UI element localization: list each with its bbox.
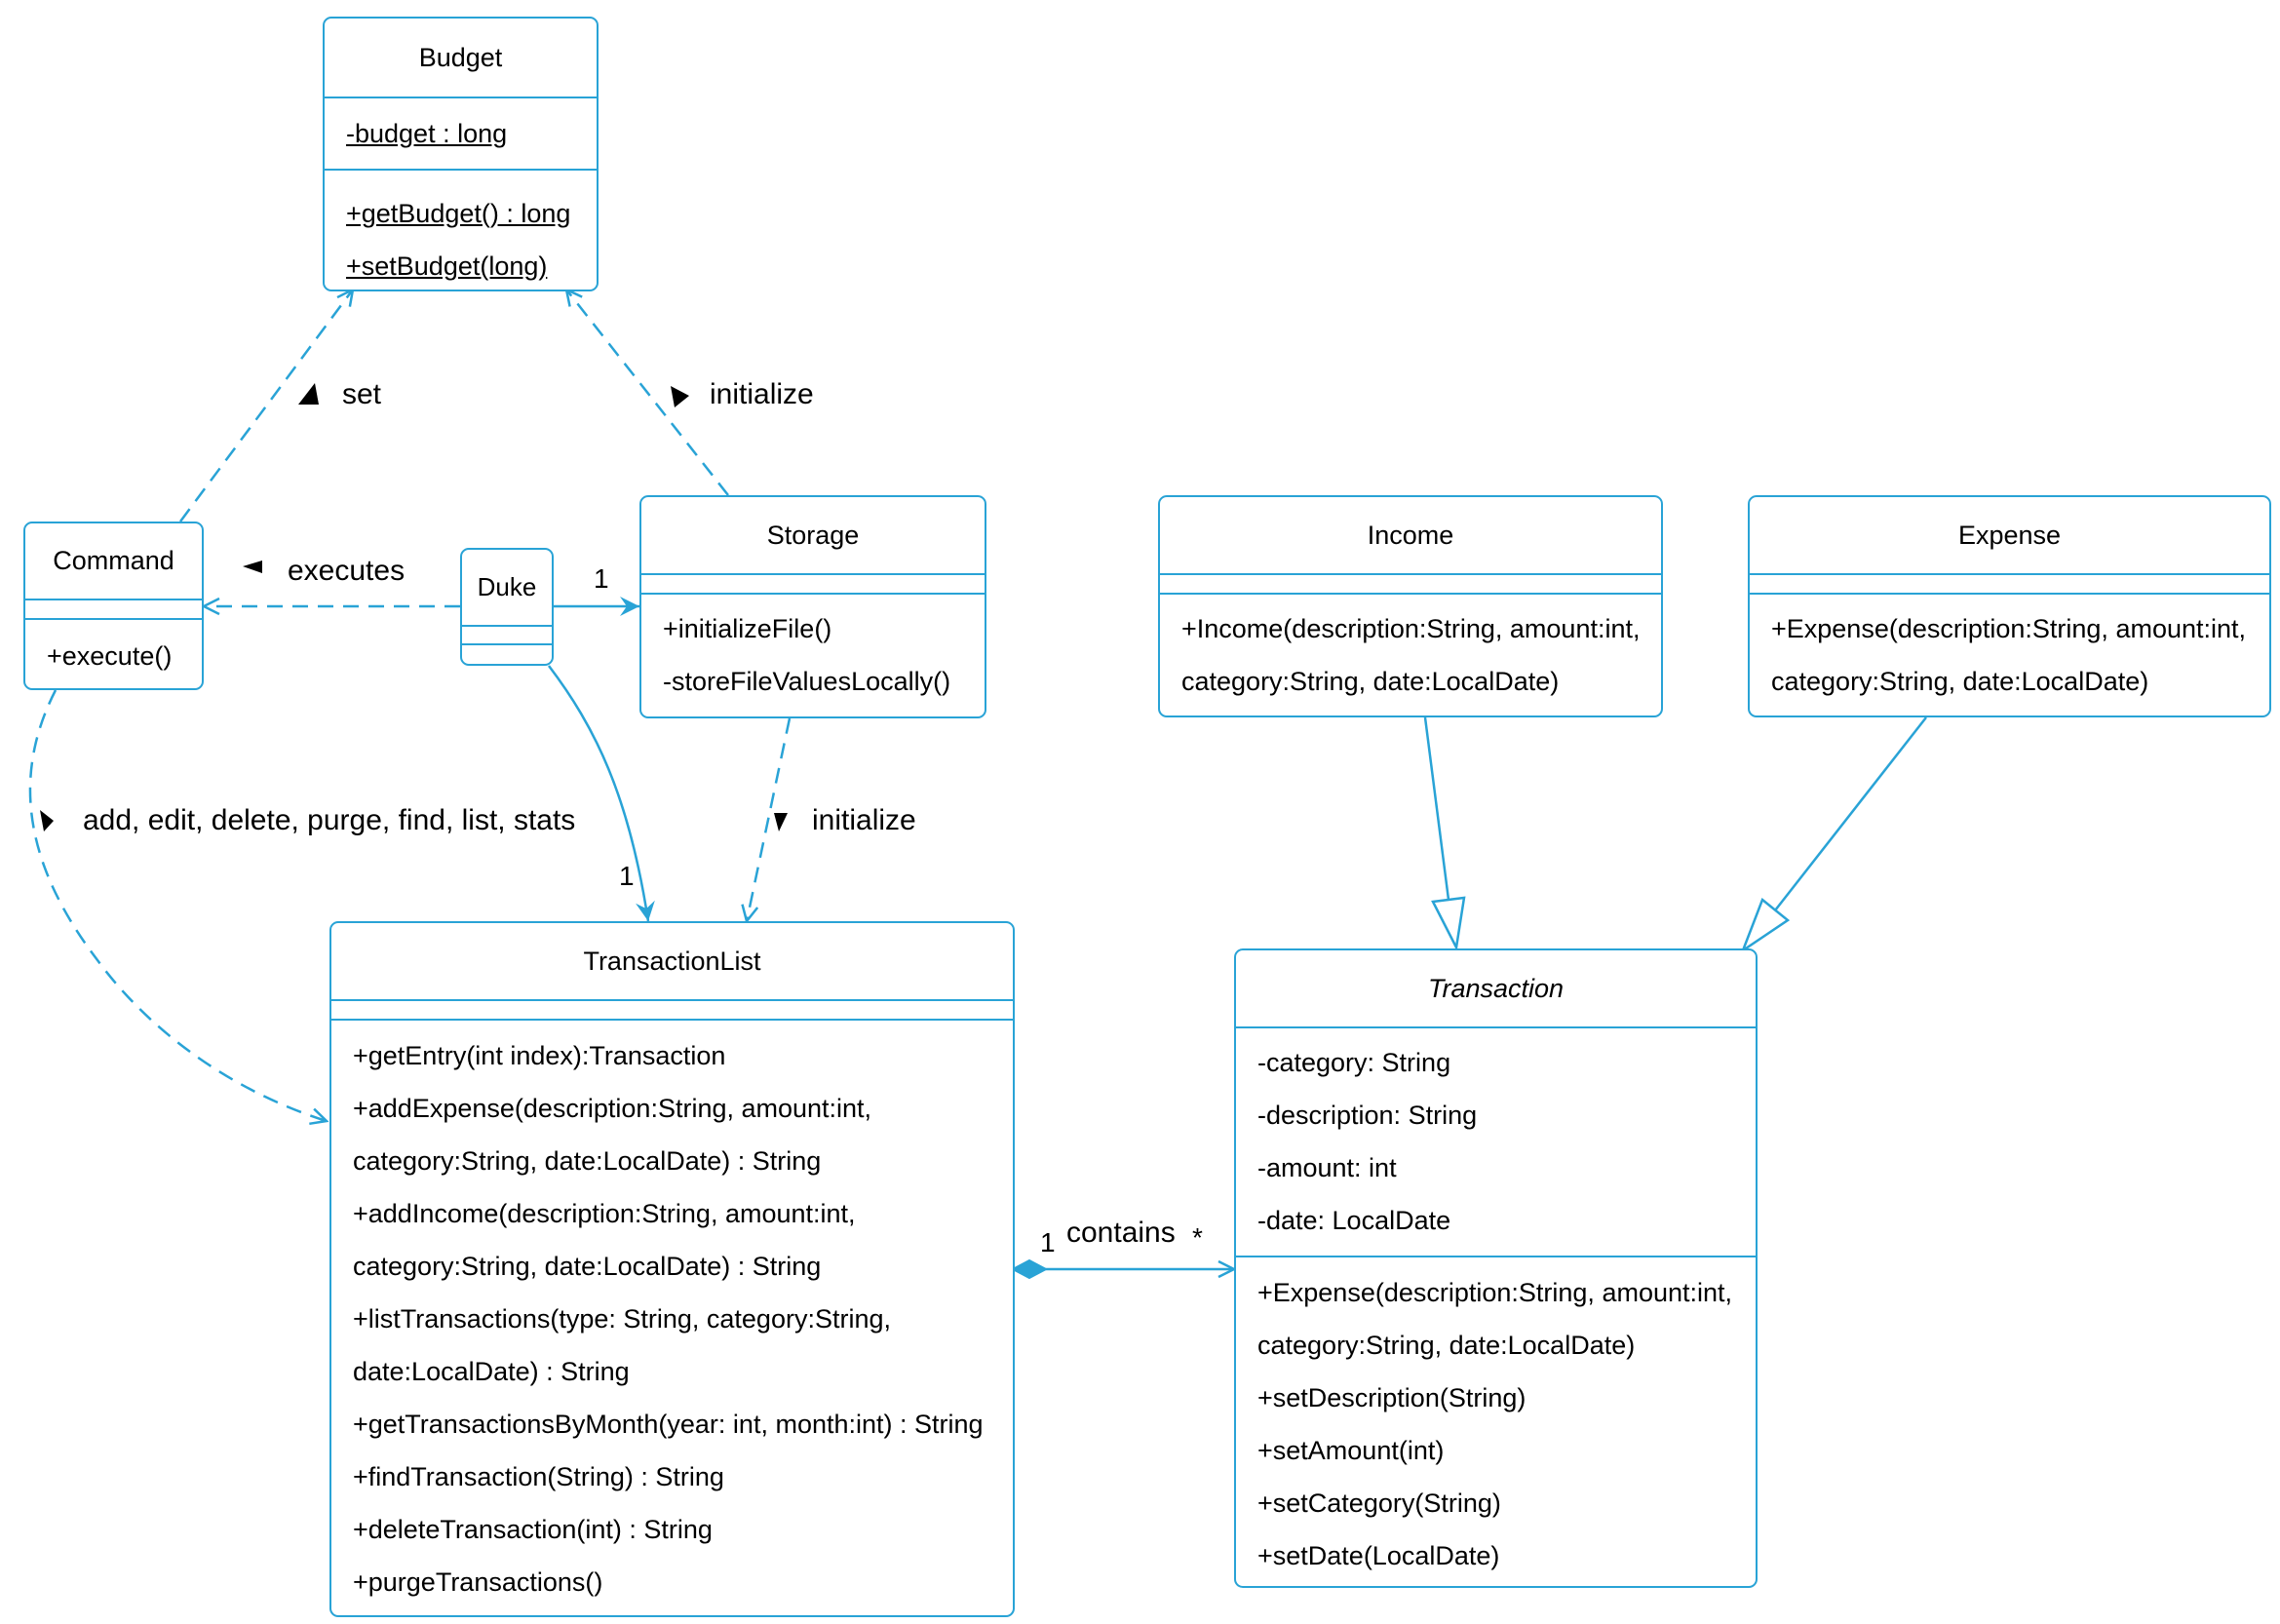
method: +purgeTransactions()	[353, 1567, 603, 1597]
method-compartment: +getBudget() : long +setBudget(long)	[325, 171, 597, 290]
expense-generalization-line	[1774, 716, 1927, 911]
class-name: Transaction	[1236, 950, 1756, 1028]
method: +initializeFile()	[663, 614, 832, 643]
method: category:String, date:LocalDate) : Strin…	[353, 1146, 822, 1176]
method: date:LocalDate) : String	[353, 1357, 630, 1386]
storage-transactionlist-dependency	[747, 717, 792, 921]
method-compartment: +initializeFile() -storeFileValuesLocall…	[641, 595, 985, 708]
expense-class: Expense +Expense(description:String, amo…	[1748, 495, 2271, 717]
method: +setDescription(String)	[1257, 1383, 1526, 1412]
method: -storeFileValuesLocally()	[663, 667, 951, 696]
method-compartment: +execute()	[25, 620, 202, 682]
method: +Expense(description:String, amount:int,	[1771, 614, 2247, 643]
class-name: Duke	[462, 550, 552, 627]
method: +addIncome(description:String, amount:in…	[353, 1199, 856, 1228]
method: +Expense(description:String, amount:int,	[1257, 1278, 1733, 1307]
attribute-compartment	[641, 575, 985, 595]
method: +setAmount(int)	[1257, 1436, 1445, 1465]
initialize-list-direction-marker	[774, 813, 788, 831]
initialize-budget-label: initialize	[710, 378, 814, 410]
attribute-compartment: -budget : long	[325, 98, 597, 171]
method: +getBudget() : long	[346, 199, 571, 228]
multiplicity-duke-storage: 1	[594, 563, 609, 594]
class-name: Budget	[325, 19, 597, 98]
class-name: Income	[1160, 497, 1661, 575]
command-transactionlist-dependency	[28, 689, 327, 1121]
command-budget-dependency	[178, 290, 353, 522]
expense-generalization-triangle	[1740, 897, 1791, 954]
multiplicity-duke-transactionlist: 1	[619, 861, 635, 891]
initialize-list-label: initialize	[812, 804, 916, 836]
method: +deleteTransaction(int) : String	[353, 1515, 713, 1544]
storage-class: Storage +initializeFile() -storeFileValu…	[639, 495, 986, 718]
method: +findTransaction(String) : String	[353, 1462, 724, 1491]
transactionlist-class: TransactionList +getEntry(int index):Tra…	[329, 921, 1015, 1617]
executes-label: executes	[288, 555, 406, 587]
method: +setCategory(String)	[1257, 1489, 1501, 1518]
attribute: -category: String	[1257, 1048, 1451, 1077]
class-name: Expense	[1750, 497, 2269, 575]
storage-budget-dependency	[566, 290, 729, 496]
method-compartment: +Income(description:String, amount:int, …	[1160, 595, 1661, 708]
method: +listTransactions(type: String, category…	[353, 1304, 891, 1334]
method: category:String, date:LocalDate) : Strin…	[353, 1252, 822, 1281]
attribute: -date: LocalDate	[1257, 1206, 1451, 1235]
attribute-compartment	[25, 600, 202, 620]
class-name: Command	[25, 523, 202, 600]
method: +addExpense(description:String, amount:i…	[353, 1094, 872, 1123]
executes-direction-marker	[243, 561, 262, 573]
budget-class: Budget -budget : long +getBudget() : lon…	[323, 17, 599, 291]
attribute: -description: String	[1257, 1101, 1478, 1130]
method: +setDate(LocalDate)	[1257, 1541, 1500, 1570]
set-direction-marker	[298, 383, 319, 405]
method: category:String, date:LocalDate)	[1257, 1331, 1636, 1360]
method: category:String, date:LocalDate)	[1181, 667, 1560, 696]
method-compartment	[462, 645, 552, 664]
method: +getEntry(int index):Transaction	[353, 1041, 726, 1070]
method: +execute()	[47, 641, 173, 671]
transaction-class: Transaction -category: String -descripti…	[1234, 948, 1758, 1588]
command-class: Command +execute()	[23, 522, 204, 690]
attribute-compartment	[1750, 575, 2269, 595]
method-compartment: +Expense(description:String, amount:int,…	[1236, 1257, 1756, 1582]
method: +setBudget(long)	[346, 251, 548, 281]
method: category:String, date:LocalDate)	[1771, 667, 2149, 696]
income-generalization-triangle	[1431, 896, 1466, 951]
class-name: Storage	[641, 497, 985, 575]
attribute-compartment	[331, 1001, 1013, 1021]
method: +Income(description:String, amount:int,	[1181, 614, 1641, 643]
initialize-budget-direction-marker	[671, 386, 689, 407]
attribute: -budget : long	[346, 119, 508, 148]
method-compartment: +getEntry(int index):Transaction +addExp…	[331, 1021, 1013, 1608]
method-compartment: +Expense(description:String, amount:int,…	[1750, 595, 2269, 708]
multiplicity-contains-source: 1	[1040, 1227, 1056, 1257]
method: +getTransactionsByMonth(year: int, month…	[353, 1410, 984, 1439]
duke-class: Duke	[460, 548, 554, 666]
duke-transactionlist-association	[548, 665, 655, 922]
contains-label: contains	[1066, 1217, 1176, 1249]
attribute-compartment	[462, 627, 552, 645]
multiplicity-contains-target: *	[1192, 1222, 1203, 1253]
attribute: -amount: int	[1257, 1153, 1397, 1182]
commands-direction-marker	[40, 810, 54, 831]
class-name: TransactionList	[331, 923, 1013, 1001]
attribute-compartment	[1160, 575, 1661, 595]
income-class: Income +Income(description:String, amoun…	[1158, 495, 1663, 717]
commands-label: add, edit, delete, purge, find, list, st…	[83, 804, 576, 836]
attribute-compartment: -category: String -description: String -…	[1236, 1028, 1756, 1257]
income-generalization-line	[1423, 716, 1450, 901]
set-label: set	[342, 378, 382, 410]
composition-diamond	[1010, 1258, 1049, 1280]
